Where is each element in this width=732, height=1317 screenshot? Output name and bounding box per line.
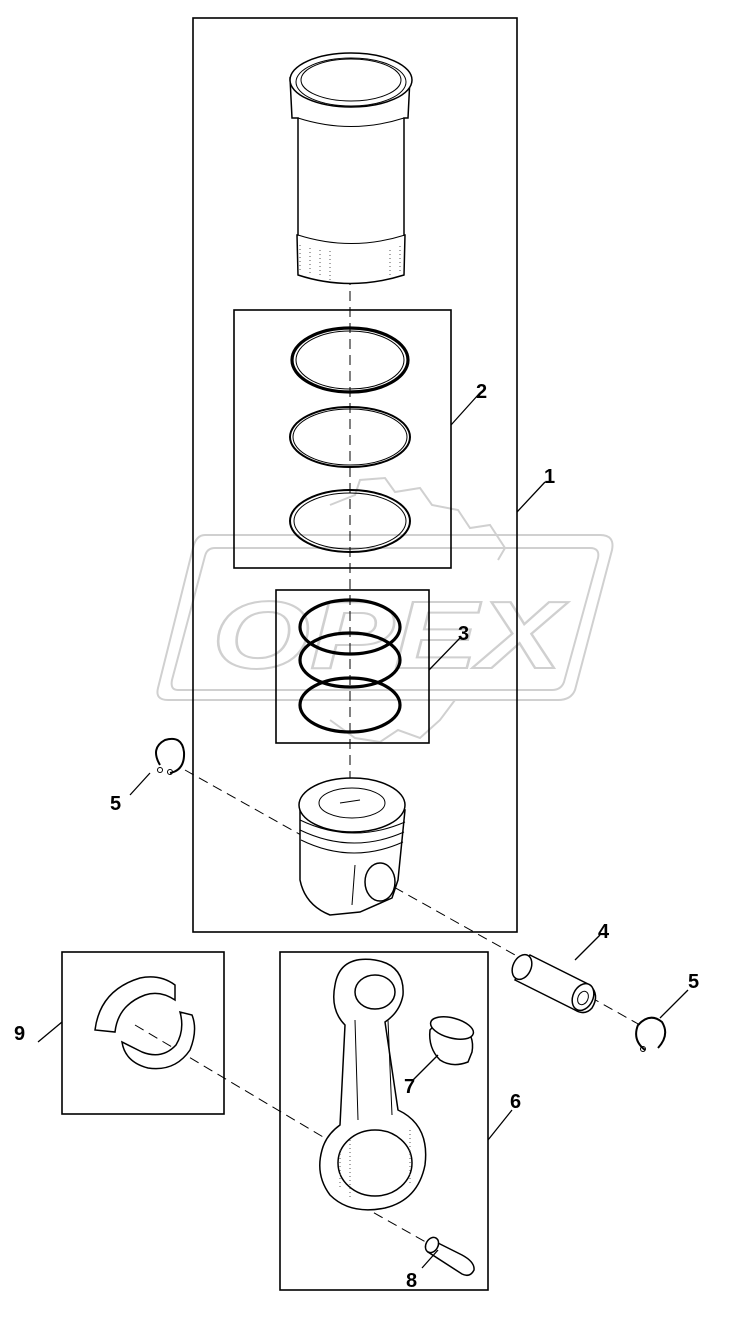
callout-5-left: 5 bbox=[110, 793, 121, 815]
rod-big-end bbox=[337, 1129, 413, 1197]
callout-8: 8 bbox=[406, 1270, 417, 1292]
callout-1: 1 bbox=[544, 466, 555, 488]
watermark-frame-outer bbox=[156, 534, 614, 701]
rod-small-end bbox=[354, 974, 396, 1010]
watermark-gear bbox=[329, 476, 507, 744]
connecting-rod bbox=[319, 958, 427, 1211]
watermark-text: OPEX bbox=[212, 582, 569, 689]
ring-oil bbox=[289, 489, 411, 553]
axis-bearing bbox=[134, 1024, 346, 1151]
small-end-bushing bbox=[428, 1016, 475, 1066]
callout-9: 9 bbox=[14, 1023, 25, 1045]
frame-connecting-rod bbox=[279, 951, 489, 1291]
callout-6: 6 bbox=[510, 1091, 521, 1113]
piston bbox=[298, 777, 406, 916]
piston-pin-bore bbox=[364, 862, 396, 902]
piston-rings-lower bbox=[298, 598, 402, 734]
leader-lines bbox=[37, 394, 689, 1269]
frame-bearing-shells bbox=[61, 951, 225, 1115]
callout-2: 2 bbox=[476, 381, 487, 403]
ring-lower-3 bbox=[298, 676, 402, 734]
callouts: 1 2 3 4 5 5 6 7 8 9 bbox=[14, 381, 699, 1292]
rod-bolt bbox=[424, 1236, 475, 1277]
bearing-shells bbox=[94, 976, 196, 1070]
cylinder-liner bbox=[289, 52, 413, 285]
callout-5-right: 5 bbox=[688, 971, 699, 993]
ring-lower-2 bbox=[298, 631, 402, 689]
callout-7: 7 bbox=[404, 1076, 415, 1098]
frame-ring-set-upper bbox=[233, 309, 452, 569]
watermark: OPEX bbox=[156, 476, 614, 744]
frame-ring-set-lower bbox=[275, 589, 430, 744]
piston-rings-upper bbox=[289, 326, 411, 553]
callout-3: 3 bbox=[458, 623, 469, 645]
ring-lower-1 bbox=[298, 598, 402, 656]
frame-cylinder-kit bbox=[192, 17, 518, 933]
watermark-frame-inner bbox=[170, 547, 600, 691]
piston-pin bbox=[511, 953, 597, 1014]
ring-second bbox=[289, 406, 411, 468]
snap-ring-right bbox=[635, 1016, 667, 1051]
callout-4: 4 bbox=[598, 921, 610, 943]
ring-top bbox=[290, 326, 410, 394]
snap-ring-left bbox=[155, 737, 186, 774]
